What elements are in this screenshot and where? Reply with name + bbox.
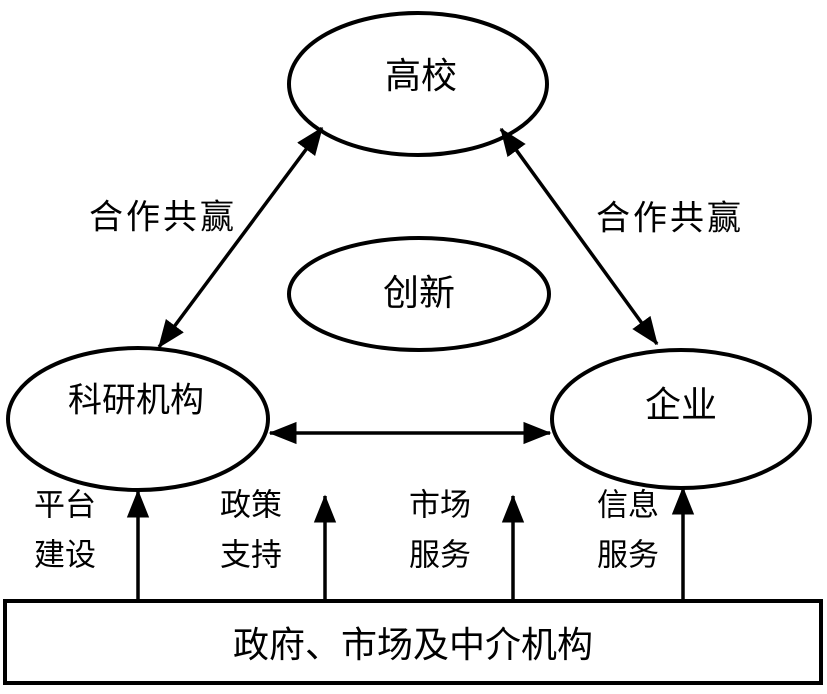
enterprise-label: 企业 bbox=[645, 385, 717, 425]
policy-label-line1: 政策 bbox=[220, 488, 282, 523]
university-node bbox=[287, 11, 549, 157]
right-win-win-label: 合作共赢 bbox=[596, 200, 744, 238]
university-label: 高校 bbox=[385, 56, 457, 96]
government-box bbox=[3, 599, 823, 685]
university-research-arrow bbox=[157, 126, 324, 349]
innovation-label: 创新 bbox=[383, 273, 455, 313]
government-label: 政府、市场及中介机构 bbox=[233, 625, 593, 665]
research-label: 科研机构 bbox=[68, 382, 204, 420]
information-label-line2: 服务 bbox=[597, 538, 659, 573]
left-win-win-label: 合作共赢 bbox=[89, 199, 237, 237]
platform-label-line2: 建设 bbox=[34, 538, 96, 573]
university-enterprise-arrow bbox=[499, 127, 659, 346]
information-label-line1: 信息 bbox=[597, 488, 659, 523]
market-label-line2: 服务 bbox=[409, 538, 471, 573]
platform-label-line1: 平台 bbox=[34, 488, 96, 523]
policy-label-line2: 支持 bbox=[220, 538, 282, 573]
market-label-line1: 市场 bbox=[409, 488, 471, 523]
